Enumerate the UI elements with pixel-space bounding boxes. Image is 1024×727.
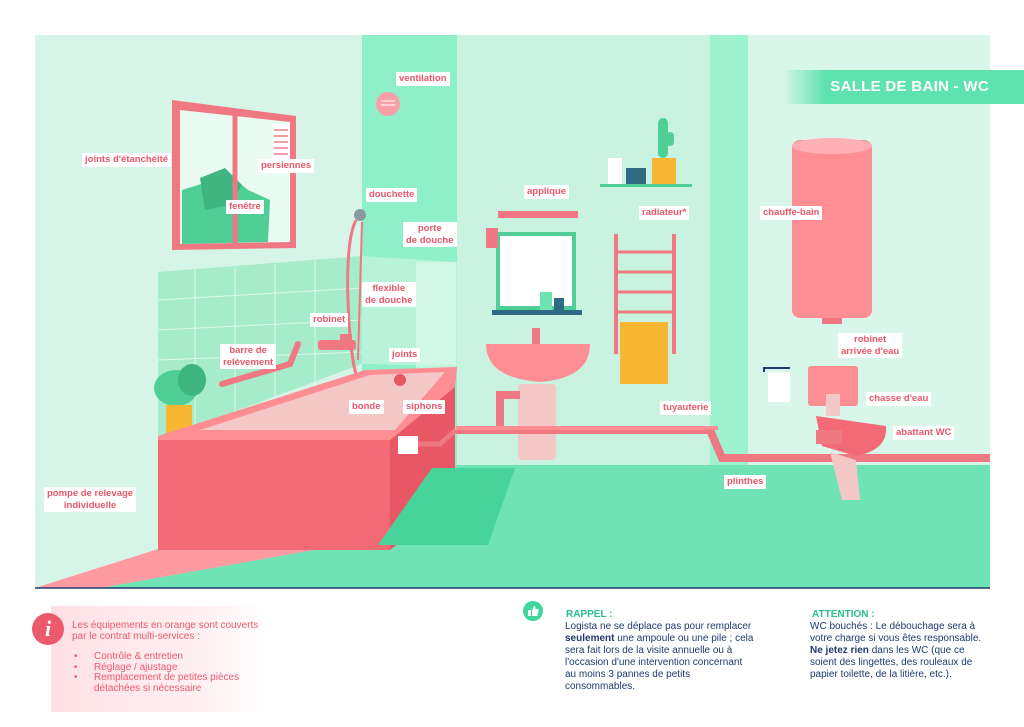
- label-fenetre: fenêtre: [226, 200, 264, 214]
- info-icon: i: [32, 613, 64, 645]
- shower-door: [416, 262, 456, 372]
- sink-icon: [456, 328, 590, 460]
- ventilation-icon: [376, 92, 400, 116]
- rappel-heading: RAPPEL :: [566, 609, 613, 620]
- mirror-icon: [492, 232, 582, 315]
- grab-bar-icon: [219, 341, 301, 387]
- floor: [100, 465, 990, 588]
- label-douchette: douchette: [366, 188, 418, 202]
- toilet-icon: [808, 366, 887, 500]
- siphon-icon: [398, 428, 458, 454]
- bath-mat: [378, 468, 515, 545]
- label-robinet-arrivee: robinet arrivée d'eau: [838, 333, 903, 358]
- shelf-icon: [600, 118, 692, 187]
- label-persiennes: persiennes: [258, 159, 315, 173]
- label-joints-etancheite: joints d'étanchéité: [82, 153, 172, 167]
- label-porte-douche: porte de douche: [403, 222, 457, 247]
- label-bonde: bonde: [349, 400, 384, 414]
- label-plinthes: plinthes: [724, 475, 767, 489]
- shower-icon: [346, 209, 366, 381]
- label-pompe-relevage: pompe de relevage individuelle: [44, 487, 137, 512]
- attention-text: WC bouchés : Le débouchage sera à votre …: [810, 621, 982, 680]
- switch-icon: [486, 228, 498, 248]
- water-heater-icon: [792, 138, 872, 324]
- label-radiateur: radiateur*: [639, 206, 690, 220]
- rappel-text: Logista ne se déplace pas pour remplacer…: [565, 621, 754, 692]
- label-joints: joints: [389, 348, 421, 362]
- towel-radiator-icon: [614, 234, 676, 384]
- window-icon: [172, 100, 296, 250]
- label-barre-relevement: barre de relèvement: [220, 344, 277, 369]
- label-chasse-eau: chasse d'eau: [866, 392, 932, 406]
- label-tuyauterie: tuyauterie: [660, 401, 712, 415]
- thumbs-up-icon: [523, 601, 543, 621]
- list-item: Contrôle & entretien: [72, 651, 272, 663]
- info-intro: Les équipements en orange sont couverts …: [72, 620, 259, 642]
- list-item: Réglage / ajustage: [72, 662, 272, 674]
- label-robinet: robinet: [310, 313, 349, 327]
- label-flexible-douche: flexible de douche: [362, 282, 416, 307]
- label-ventilation: ventilation: [396, 72, 450, 86]
- page-title: SALLE DE BAIN - WC: [782, 70, 1024, 104]
- bathtub-icon: [158, 367, 457, 550]
- list-item: Remplacement de petites pièces détachées…: [72, 672, 272, 694]
- wall-light-icon: [498, 211, 578, 218]
- info-list: Contrôle & entretien Réglage / ajustage …: [72, 651, 272, 694]
- label-chauffe-bain: chauffe-bain: [760, 206, 823, 220]
- attention-heading: ATTENTION :: [812, 609, 875, 620]
- label-siphons: siphons: [403, 400, 446, 414]
- label-abattant-wc: abattant WC: [893, 426, 955, 440]
- label-applique: applique: [524, 185, 570, 199]
- bath-faucet-icon: [318, 334, 356, 350]
- toilet-paper-icon: [763, 367, 790, 402]
